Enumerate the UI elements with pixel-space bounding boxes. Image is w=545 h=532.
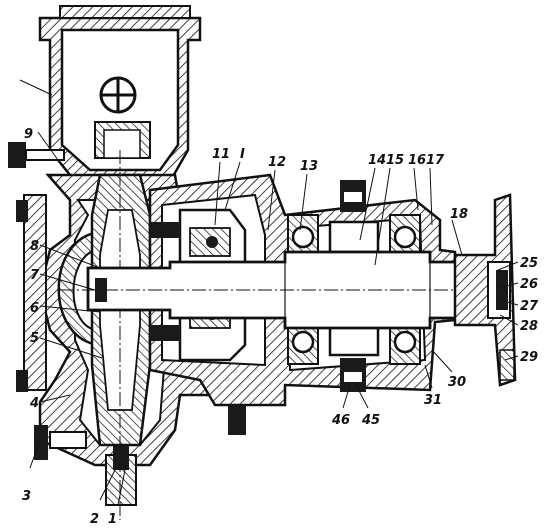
coupling <box>453 193 517 387</box>
callout-11: 11 <box>212 147 230 162</box>
callout-6: 6 <box>30 301 39 316</box>
callout-31: 31 <box>424 393 442 408</box>
callout-18: 18 <box>450 207 468 222</box>
callout-26: 26 <box>520 277 538 292</box>
callout-3: 3 <box>22 489 31 504</box>
callout-45: 45 <box>361 413 380 428</box>
callout-14: 14 <box>368 153 386 168</box>
callout-I: I <box>240 147 245 162</box>
callout-27: 27 <box>520 299 539 314</box>
callout-30: 30 <box>448 375 466 390</box>
callout-16: 16 <box>408 153 426 168</box>
callout-17: 17 <box>426 153 445 168</box>
callout-7: 7 <box>30 268 40 283</box>
callout-29: 29 <box>520 350 538 365</box>
callout-25: 25 <box>520 256 538 271</box>
callout-1: 1 <box>108 512 117 527</box>
callout-4: 4 <box>29 396 39 411</box>
upper-chamber <box>19 5 202 187</box>
callout-9: 9 <box>24 127 33 142</box>
callout-12: 12 <box>268 155 286 170</box>
bearings <box>287 214 421 365</box>
callout-28: 28 <box>520 319 538 334</box>
leader-lines <box>29 131 519 506</box>
callout-5: 5 <box>30 331 39 346</box>
callout-2: 2 <box>90 512 99 527</box>
callout-8: 8 <box>30 239 39 254</box>
callout-labels: 9 8 7 6 5 4 3 2 1 11 I 12 13 14 15 16 17… <box>22 127 539 527</box>
callout-46: 46 <box>331 413 350 428</box>
callout-15: 15 <box>386 153 404 168</box>
callout-13: 13 <box>300 159 318 174</box>
